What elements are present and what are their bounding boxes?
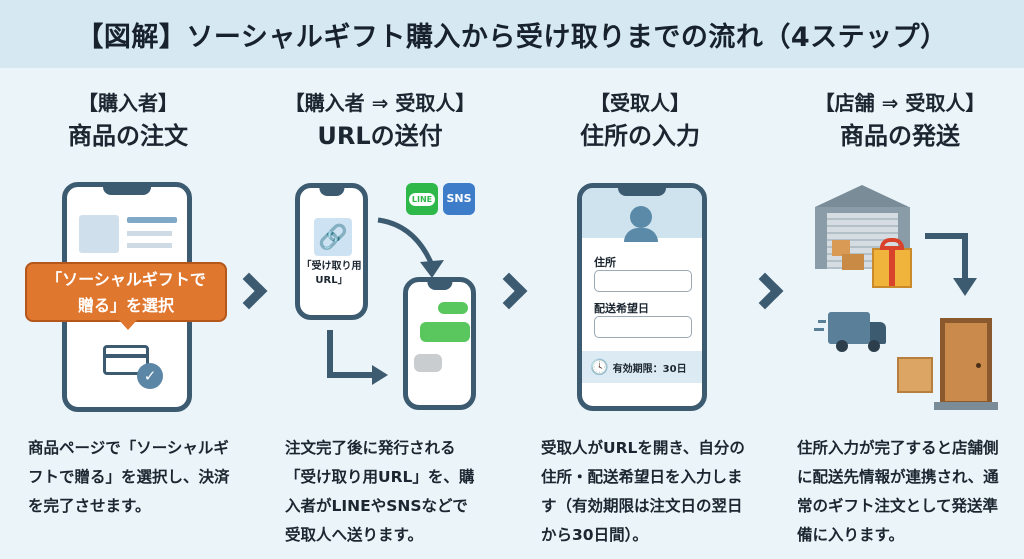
recipient-phone <box>403 277 476 410</box>
chevron-right-icon <box>746 272 784 310</box>
product-image <box>79 215 119 253</box>
address-label: 住所 <box>594 256 616 269</box>
link-icon: 🔗 <box>314 218 352 256</box>
check-icon: ✓ <box>137 363 163 389</box>
sns-badge: SNS <box>443 183 475 215</box>
callout-line1: 「ソーシャルギフトで <box>46 270 206 289</box>
step4-description: 住所入力が完了すると店舗側に配送先情報が連携され、通常のギフト注文として発送準備… <box>797 439 999 544</box>
step3-role: 【受取人】 <box>590 91 690 115</box>
step1-heading: 【購入者】商品の注文 <box>8 88 248 154</box>
expiry-notice: 🕓有効期限：30日 <box>582 351 702 383</box>
line-badge: LINE <box>406 183 438 215</box>
step4-role: 【店舗 ⇒ 受取人】 <box>814 91 986 115</box>
sender-phone: 🔗 「受け取り用 URL」 <box>295 183 368 320</box>
step2-description: 注文完了後に発行される「受け取り用URL」を、購入者がLINEやSNSなどで受取… <box>285 439 475 544</box>
step1-action: 商品の注文 <box>68 122 188 150</box>
chat-bubble <box>414 354 442 372</box>
url-label-line1: 「受け取り用 <box>301 261 362 272</box>
clock-icon: 🕓 <box>590 358 609 376</box>
down-arrow <box>925 233 977 296</box>
credit-card-icon <box>103 345 149 375</box>
step2-role: 【購入者 ⇒ 受取人】 <box>284 91 476 115</box>
expiry-text: 有効期限：30日 <box>612 363 687 375</box>
step3-description: 受取人がURLを開き、自分の住所・配送希望日を入力します（有効期限は注文日の翌日… <box>541 439 745 544</box>
step4-heading: 【店舗 ⇒ 受取人】商品の発送 <box>780 88 1020 154</box>
address-input[interactable] <box>594 270 692 292</box>
step2-heading: 【購入者 ⇒ 受取人】 URLの送付 <box>260 88 500 154</box>
title-band: 【図解】ソーシャルギフト購入から受け取りまでの流れ（4ステップ） <box>0 0 1024 68</box>
delivery-truck-icon <box>814 312 888 357</box>
chat-bubble <box>420 322 470 342</box>
chevron-right-icon <box>490 272 528 310</box>
user-avatar-icon <box>630 206 652 228</box>
step3-heading: 【受取人】住所の入力 <box>520 88 760 154</box>
delivery-date-label: 配送希望日 <box>594 302 649 315</box>
step1-role: 【購入者】 <box>78 91 178 115</box>
line-badge-label: LINE <box>408 192 436 206</box>
url-label-line2: URL」 <box>315 275 348 286</box>
chevron-right-icon <box>230 272 268 310</box>
social-gift-callout: 「ソーシャルギフトで贈る」を選択 <box>25 262 227 330</box>
package-icon <box>897 357 933 393</box>
step3-action: 住所の入力 <box>580 122 700 150</box>
chat-bubble <box>438 302 468 314</box>
callout-line2: 贈る」を選択 <box>77 296 174 315</box>
send-arrows <box>327 217 444 385</box>
page-title: 【図解】ソーシャルギフト購入から受け取りまでの流れ（4ステップ） <box>76 21 948 53</box>
url-label: 「受け取り用 URL」 <box>300 260 363 288</box>
step3-phone: 住所 配送希望日 🕓有効期限：30日 <box>577 183 707 411</box>
step2-action: URLの送付 <box>317 122 443 150</box>
step1-description: 商品ページで「ソーシャルギフトで贈る」を選択し、決済を完了させます。 <box>28 439 230 515</box>
delivery-date-input[interactable] <box>594 316 692 338</box>
gift-box-icon <box>872 248 912 288</box>
step4-action: 商品の発送 <box>840 122 960 150</box>
arrow-head <box>420 260 444 278</box>
door-icon <box>940 318 992 406</box>
